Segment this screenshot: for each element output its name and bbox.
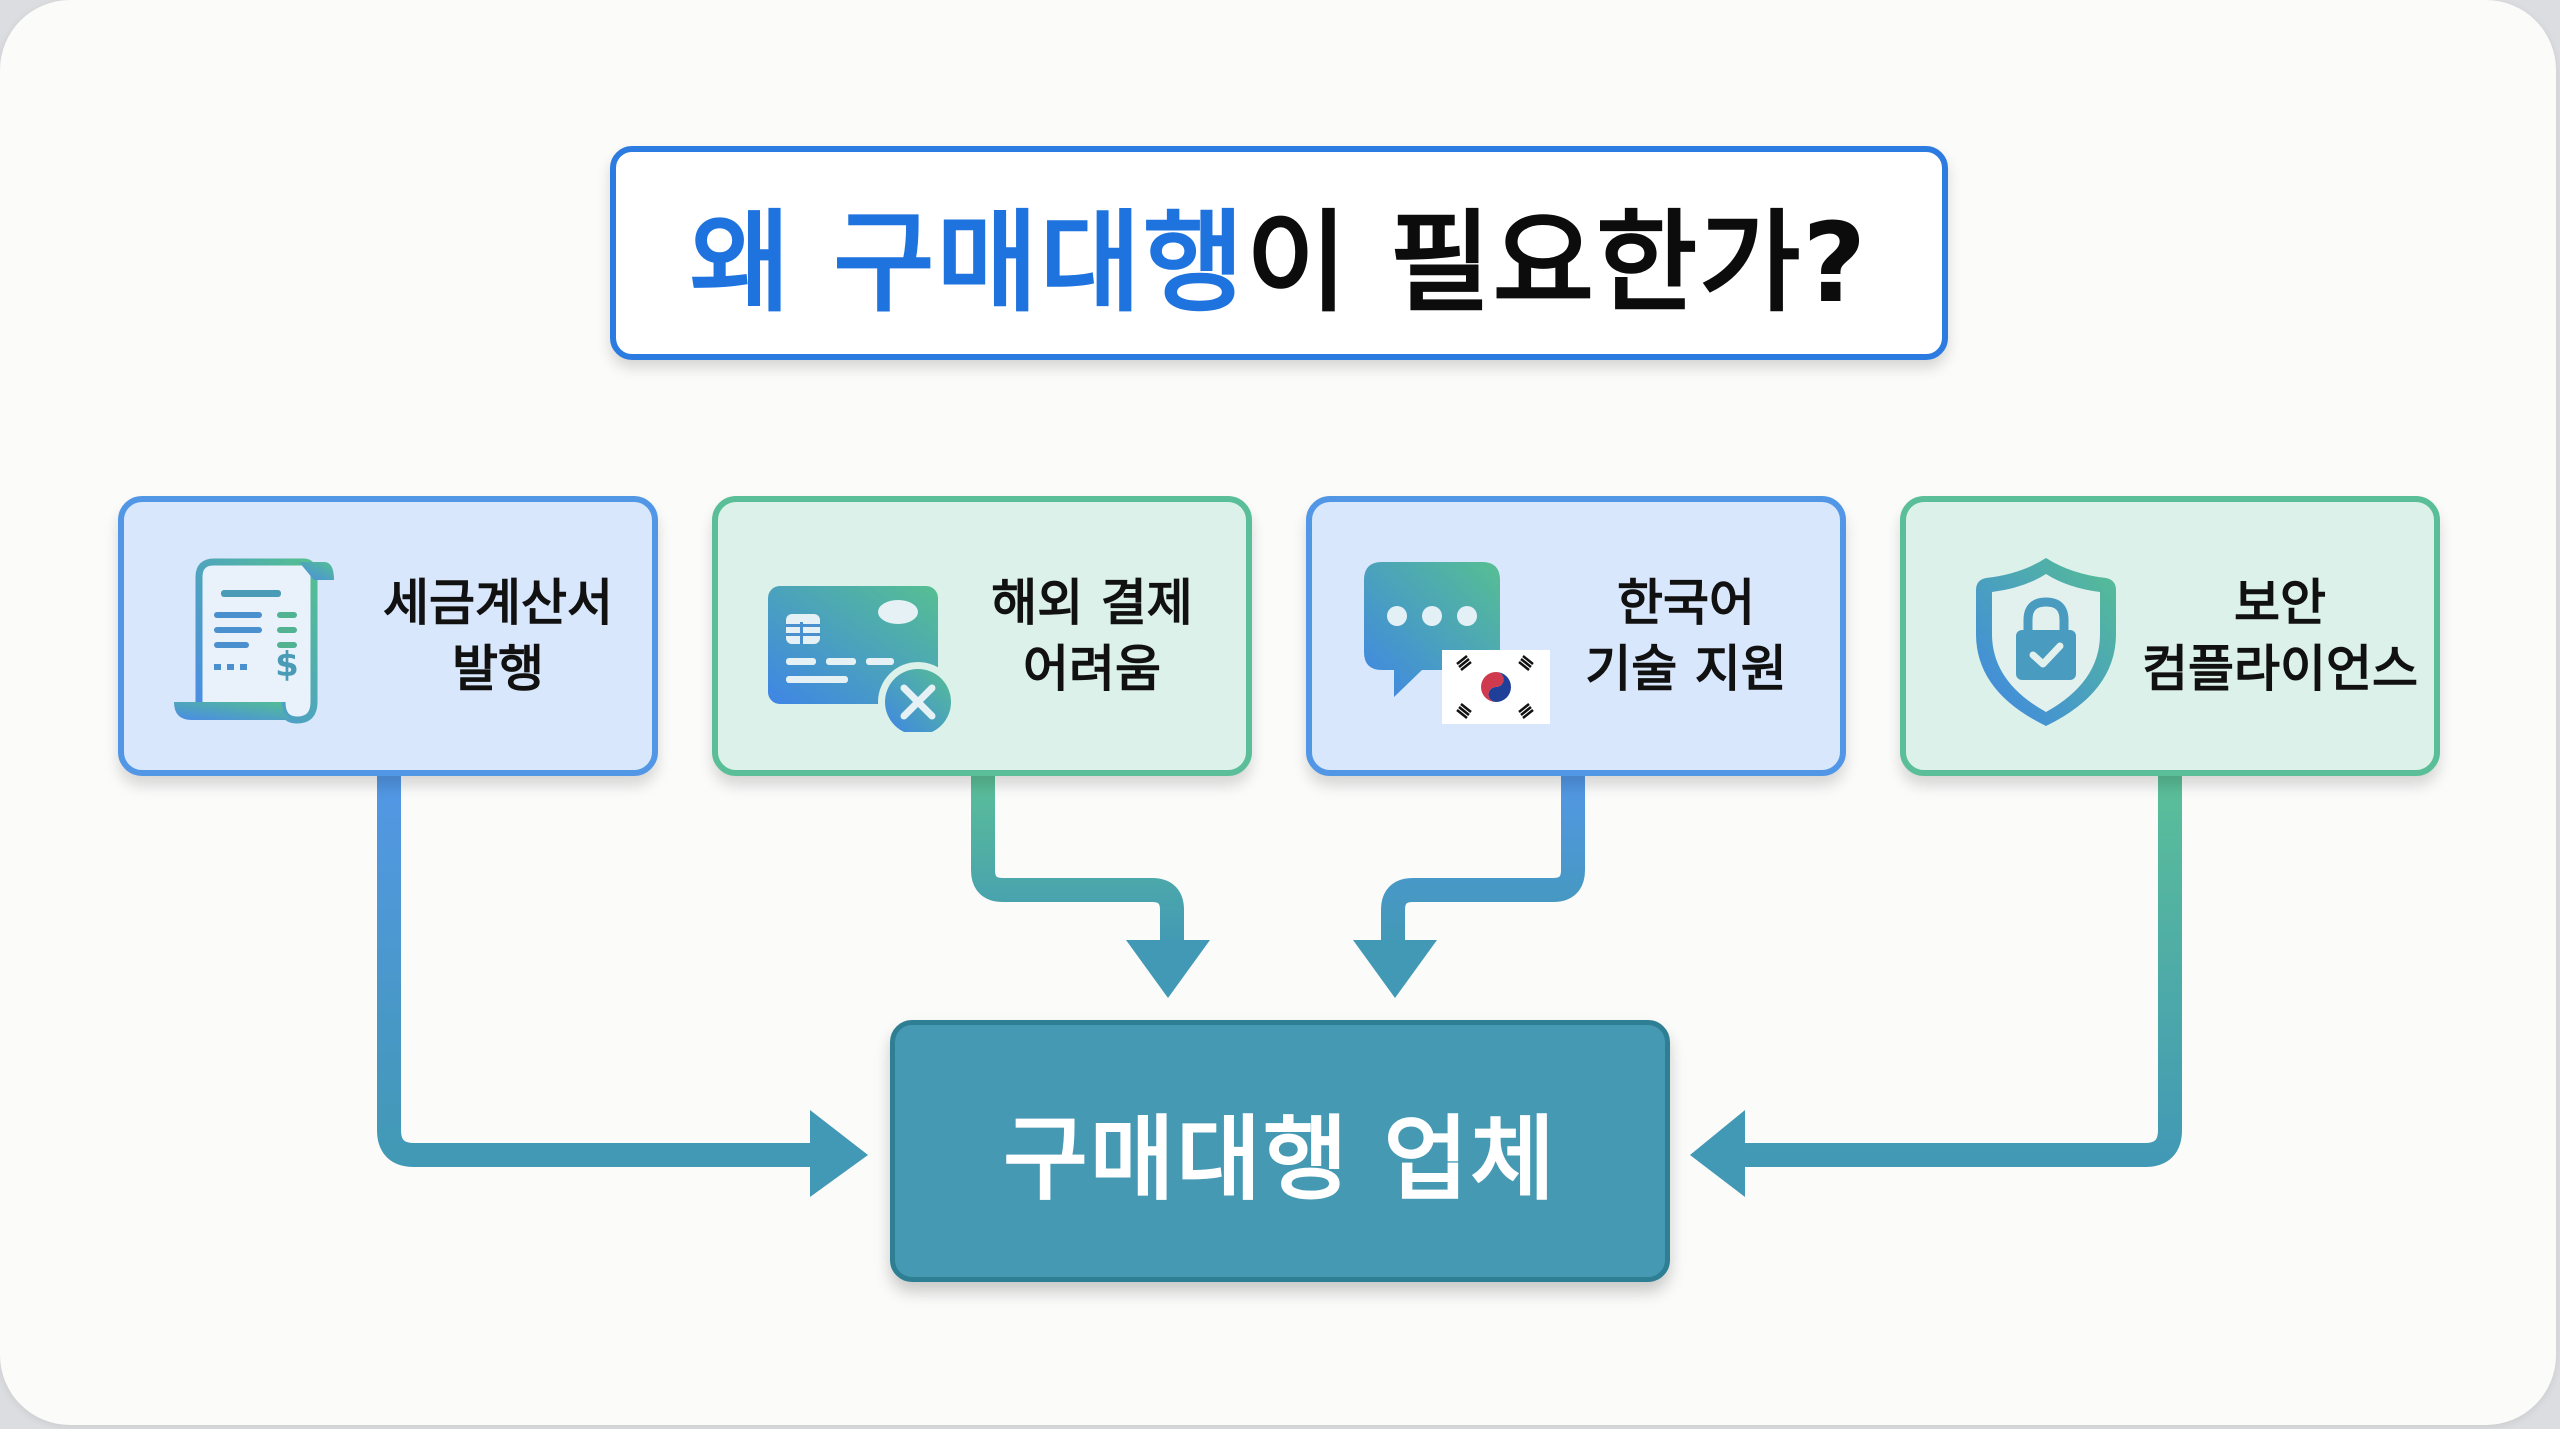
svg-text:$: $ — [275, 645, 299, 685]
card-line2: 어려움 — [1023, 640, 1161, 698]
card-korean-support: 한국어 기술 지원 — [1306, 496, 1846, 776]
card-tax-invoice: $ 세금계산서 발행 — [118, 496, 658, 776]
korean-flag-icon — [1442, 650, 1550, 724]
title-accent-text: 왜 구매대행 — [689, 199, 1247, 327]
purchasing-agent-box: 구매대행 업체 — [890, 1020, 1670, 1282]
card-overseas-payment: 해외 결제 어려움 — [712, 496, 1252, 776]
card-line1: 해외 결제 — [991, 574, 1193, 632]
receipt-icon: $ — [174, 558, 334, 724]
chat-korean-flag-icon — [1364, 562, 1550, 724]
title-rest-text: 이 필요한가? — [1246, 199, 1869, 327]
card-line2: 컴플라이언스 — [2142, 640, 2418, 698]
card-security-compliance: 보안 컴플라이언스 — [1900, 496, 2440, 776]
card-line1: 한국어 — [1617, 574, 1755, 632]
card-line1: 세금계산서 — [383, 574, 613, 632]
credit-card-declined-icon — [768, 586, 958, 732]
shield-lock-icon — [1976, 558, 2116, 726]
card-line1: 보안 — [2234, 574, 2326, 632]
center-label: 구매대행 업체 — [1003, 1105, 1557, 1213]
card-line2: 발행 — [452, 640, 544, 698]
card-line2: 기술 지원 — [1585, 640, 1787, 698]
